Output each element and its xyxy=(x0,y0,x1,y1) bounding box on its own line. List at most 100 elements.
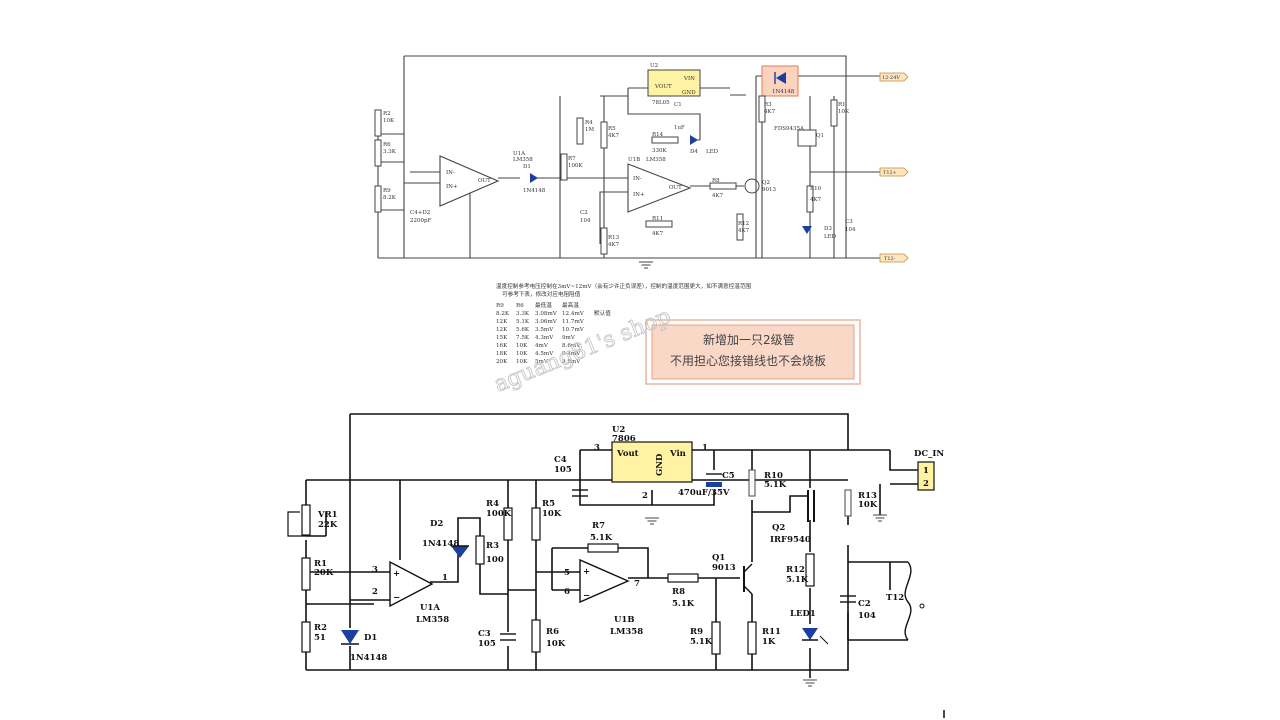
bot-u2-vin: Vin xyxy=(669,449,686,459)
svg-text:15K: 15K xyxy=(496,335,508,341)
notice-line-2: 不用担心您接错线也不会烧板 xyxy=(670,353,826,368)
top-r14-label: R14 xyxy=(652,132,664,138)
bot-resistor-r1 xyxy=(301,557,311,591)
svg-text:4.5mV: 4.5mV xyxy=(535,351,554,357)
bot-r5-label: R5 xyxy=(542,499,555,509)
bot-u1b-pin5: 5 xyxy=(564,568,570,578)
bot-c2-value: 104 xyxy=(858,611,876,621)
bot-dc-in-connector xyxy=(917,461,935,491)
bot-r2-label: R2 xyxy=(314,623,327,633)
bot-u2-vout: Vout xyxy=(616,449,639,459)
bot-u1b-label: U1B xyxy=(614,615,635,625)
bot-resistor-r8 xyxy=(667,573,699,583)
svg-text:最高温: 最高温 xyxy=(562,301,579,309)
top-c3-value: 104 xyxy=(845,227,856,233)
top-d3-value: LED xyxy=(824,234,837,240)
svg-text:11.7mV: 11.7mV xyxy=(562,319,585,325)
notice-line-1: 新增加一只2级管 xyxy=(703,332,795,347)
bot-heater-t12 xyxy=(904,561,925,641)
top-u1a-value: LM358 xyxy=(513,157,533,163)
top-c2-value: 104 xyxy=(580,218,591,224)
top-wire-left xyxy=(377,110,404,258)
bot-wire-left-chain xyxy=(305,480,390,670)
bot-u1b-pin6: 6 xyxy=(564,587,570,597)
top-r1-value: 10K xyxy=(838,109,850,115)
bot-capacitor-c2 xyxy=(840,595,856,603)
top-r9-label: R9 xyxy=(383,188,391,194)
bot-r8-label: R8 xyxy=(672,587,685,597)
svg-text:3.06mV: 3.06mV xyxy=(535,319,558,325)
top-u2-gnd: GND xyxy=(682,90,696,96)
top-r12-value: 4K7 xyxy=(738,228,750,234)
bot-r6-label: R6 xyxy=(546,627,559,637)
top-r3-label: R3 xyxy=(764,102,772,108)
top-r6-label: R6 xyxy=(383,142,391,148)
net-t12-minus: T12- xyxy=(879,253,909,263)
top-wire-rail-top xyxy=(404,55,847,258)
bot-q2-label: Q2 xyxy=(772,523,785,533)
top-r11-label: R11 xyxy=(652,216,663,222)
bot-r12-label: R12 xyxy=(786,565,805,575)
top-u2-vout: VOUT xyxy=(654,84,672,90)
top-r14-value: 330K xyxy=(652,148,667,154)
bot-r4-value: 100K xyxy=(486,509,512,519)
bot-wire-top-rail xyxy=(350,413,849,450)
bot-c3-label: C3 xyxy=(478,629,491,639)
bot-resistor-r3 xyxy=(475,535,485,565)
top-r2-label: R2 xyxy=(383,111,391,117)
bot-d1-label: D1 xyxy=(364,633,377,643)
top-added-diode-value: 1N4148 xyxy=(772,89,795,95)
top-q2-label: Q2 xyxy=(762,180,770,186)
top-r7-label: R7 xyxy=(568,156,576,162)
bot-dc-pin1: 1 xyxy=(923,466,929,476)
top-c4-value: 2200pF xyxy=(410,218,432,224)
top-u1b-inp: IN+ xyxy=(633,192,645,198)
top-d4-led xyxy=(690,135,698,145)
bot-diode-d1 xyxy=(341,630,359,645)
top-r1-label: R1 xyxy=(838,102,846,108)
bot-u2-label: U2 xyxy=(612,425,625,435)
top-u1a-inm: IN- xyxy=(446,170,455,176)
top-r8-label: R8 xyxy=(712,178,720,184)
top-d3-led xyxy=(802,226,812,234)
bot-vr1-label: VR1 xyxy=(317,510,338,520)
top-u2-name: 78L05 xyxy=(652,100,670,106)
top-note-line-1: 温度控制参考电压控制在3mV~12mV（会有少许正负误差），控制的温度范围更大，… xyxy=(496,282,751,290)
bot-r13-value: 10K xyxy=(858,500,878,510)
svg-text:8.2K: 8.2K xyxy=(496,311,510,317)
svg-text:12K: 12K xyxy=(496,327,508,333)
top-u1b-label: U1B xyxy=(628,157,640,163)
top-u1a-label: U1A xyxy=(513,151,526,157)
top-d1-diode xyxy=(530,173,538,183)
top-u1b-out: OUT xyxy=(669,185,682,191)
top-c2-label: C2 xyxy=(580,210,588,216)
top-c1-label: C1 xyxy=(674,102,682,108)
svg-text:12.4mV: 12.4mV xyxy=(562,311,585,317)
bot-u1a-pin3: 3 xyxy=(372,565,378,575)
svg-text:T12+: T12+ xyxy=(883,170,897,176)
top-r3-value: 4K7 xyxy=(764,109,776,115)
svg-text:9.9mV: 9.9mV xyxy=(562,359,581,365)
svg-text:7.5K: 7.5K xyxy=(516,335,530,341)
bot-u2-pin3: 3 xyxy=(594,443,600,453)
top-d4-value: LED xyxy=(706,149,719,155)
bot-r7-value: 5.1K xyxy=(590,533,613,543)
svg-text:8.6mV: 8.6mV xyxy=(562,343,581,349)
top-c1-value: 1uF xyxy=(674,125,685,131)
bot-resistor-r7 xyxy=(587,543,619,553)
top-q2-value: 9013 xyxy=(762,187,776,193)
top-added-diode-box xyxy=(761,65,799,97)
bot-c5-value: 470uF/35V xyxy=(678,488,730,498)
top-r2-value: 10K xyxy=(383,118,395,124)
bot-u1b-pin7: 7 xyxy=(634,579,640,589)
bot-resistor-r5 xyxy=(531,507,541,541)
bot-u1b-value: LM358 xyxy=(610,627,643,637)
bot-resistor-r6 xyxy=(531,619,541,653)
bot-r3-label: R3 xyxy=(486,541,499,551)
